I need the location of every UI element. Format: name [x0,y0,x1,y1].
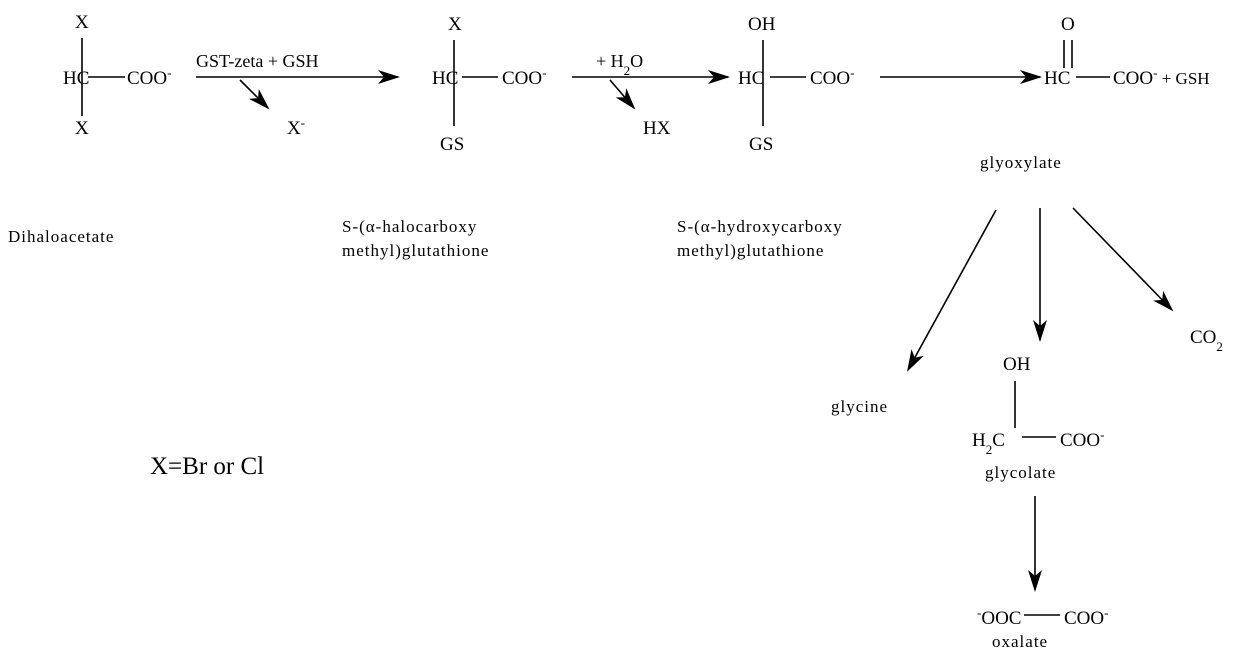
glyoxylate-coo: COO- + GSH [1113,65,1210,90]
halo-intermediate-hc: HC [432,68,458,89]
halo-intermediate-label-line1: S-(α-halocarboxy [342,217,477,236]
hydroxy-intermediate-label-line1: S-(α-hydroxycarboxy [677,217,843,236]
step1-leaving-arrow [239,79,270,110]
hydroxy-intermediate-top-oh: OH [748,14,776,35]
step1-reagent: GST-zeta + GSH [196,51,318,71]
arrow-to-glycine [907,209,997,372]
halo-intermediate-gs: GS [440,134,464,155]
co2-formula: CO2 [1190,327,1223,354]
glyoxylate-top-o: O [1061,14,1075,35]
dihaloacetate-coo: COO- [127,65,171,90]
dihaloacetate-label: Dihaloacetate [8,227,114,246]
glycolate-coo: COO- [1060,427,1104,452]
glycolate-top-oh: OH [1003,354,1031,375]
step2-leaving-arrow [609,79,636,110]
dihaloacetate-bottom-x: X [75,118,89,139]
hydroxy-intermediate-label-line2: methyl)glutathione [677,241,824,260]
halo-intermediate-top-x: X [448,14,462,35]
halo-intermediate-label-line2: methyl)glutathione [342,241,489,260]
glycolate-structure: OH H2C COO- [972,354,1104,457]
dihaloacetate-structure: X HC COO- X [63,12,171,139]
hydroxy-intermediate-hc: HC [738,68,764,89]
halogen-legend: X=Br or Cl [150,453,264,480]
oxalate-label: oxalate [992,632,1048,651]
halo-intermediate-coo: COO- [502,65,546,90]
hydroxy-intermediate-structure: OH HC COO- GS [738,14,854,155]
hydroxy-intermediate-gs: GS [749,134,773,155]
step2-reagent: + H2O [596,51,643,78]
halo-intermediate-structure: X HC COO- GS [432,14,546,155]
step2-leaving-group: HX [643,118,671,139]
glyoxylate-structure: O HC COO- + GSH [1044,14,1210,89]
dihaloacetate-top-x: X [75,12,89,33]
oxalate-coo: COO- [1064,605,1108,630]
glycolate-label: glycolate [985,463,1056,482]
arrow-to-co2 [1072,207,1174,312]
glycine-label: glycine [831,397,888,416]
dihaloacetate-hc: HC [63,68,89,89]
hydroxy-intermediate-coo: COO- [810,65,854,90]
glyoxylate-hc: HC [1044,68,1070,89]
oxalate-structure: -OOC COO- [977,605,1108,630]
step1-leaving-group: X- [287,115,305,140]
glyoxylate-label: glyoxylate [980,153,1062,172]
glycolate-h2c: H2C [972,430,1005,457]
oxalate-ooc: -OOC [977,605,1021,630]
